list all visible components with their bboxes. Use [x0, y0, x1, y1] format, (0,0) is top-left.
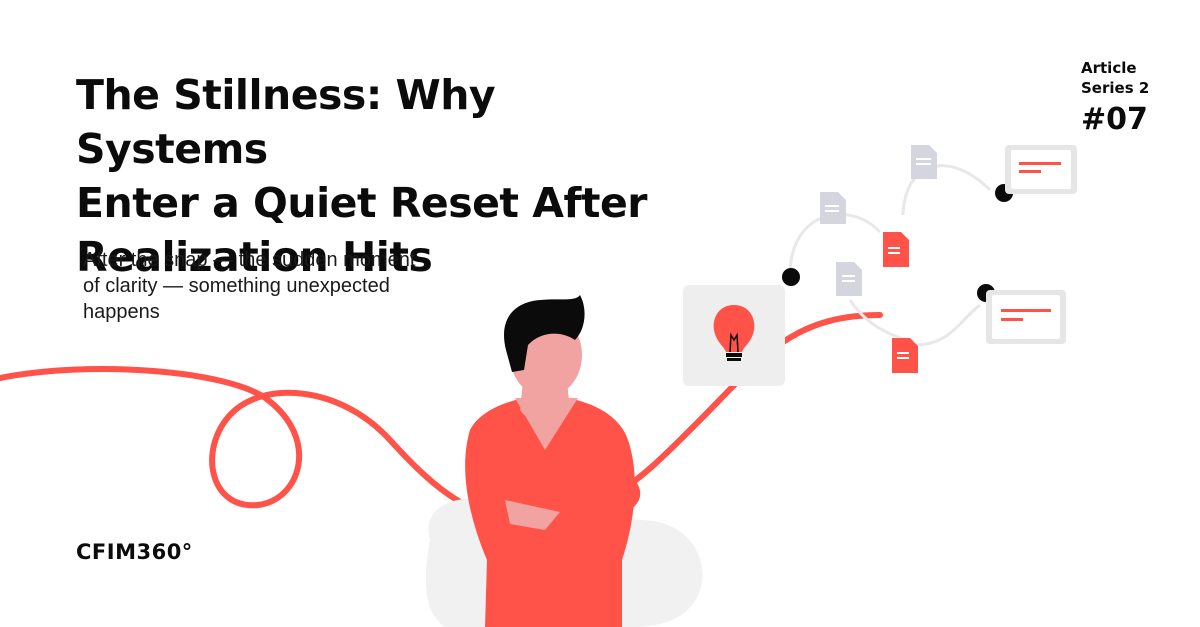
series-badge: Article Series 2 #07 — [1081, 58, 1149, 138]
brand-logo: CFIM360° — [76, 540, 193, 564]
connector-line — [914, 303, 981, 347]
node-dot — [782, 268, 800, 286]
title-line: The Stillness: Why Systems — [76, 71, 496, 173]
series-number: #07 — [1081, 102, 1148, 137]
document-icon — [820, 192, 846, 224]
message-card-icon — [1005, 145, 1077, 194]
page-title: The Stillness: Why Systems Enter a Quiet… — [76, 68, 696, 284]
red-wave-line — [0, 312, 883, 524]
subtitle: After the snap — the sudden moment of cl… — [83, 247, 503, 325]
series-label-series: Series 2 — [1081, 79, 1150, 97]
document-icon — [883, 232, 909, 267]
person-illustration — [465, 295, 641, 627]
connector-line — [848, 299, 906, 342]
document-icon — [836, 262, 862, 296]
subtitle-line: of clarity — something unexpected — [83, 275, 390, 297]
title-line: Realization Hits — [76, 233, 433, 281]
title-line: Enter a Quiet Reset After — [76, 179, 647, 227]
document-icon — [892, 338, 918, 373]
document-icon — [911, 145, 937, 179]
message-card-icon — [986, 290, 1066, 344]
subtitle-line: After the snap — the sudden moment — [83, 249, 416, 271]
subtitle-line: happens — [83, 301, 160, 323]
series-label-article: Article — [1081, 59, 1137, 77]
lightbulb-icon — [713, 305, 755, 361]
